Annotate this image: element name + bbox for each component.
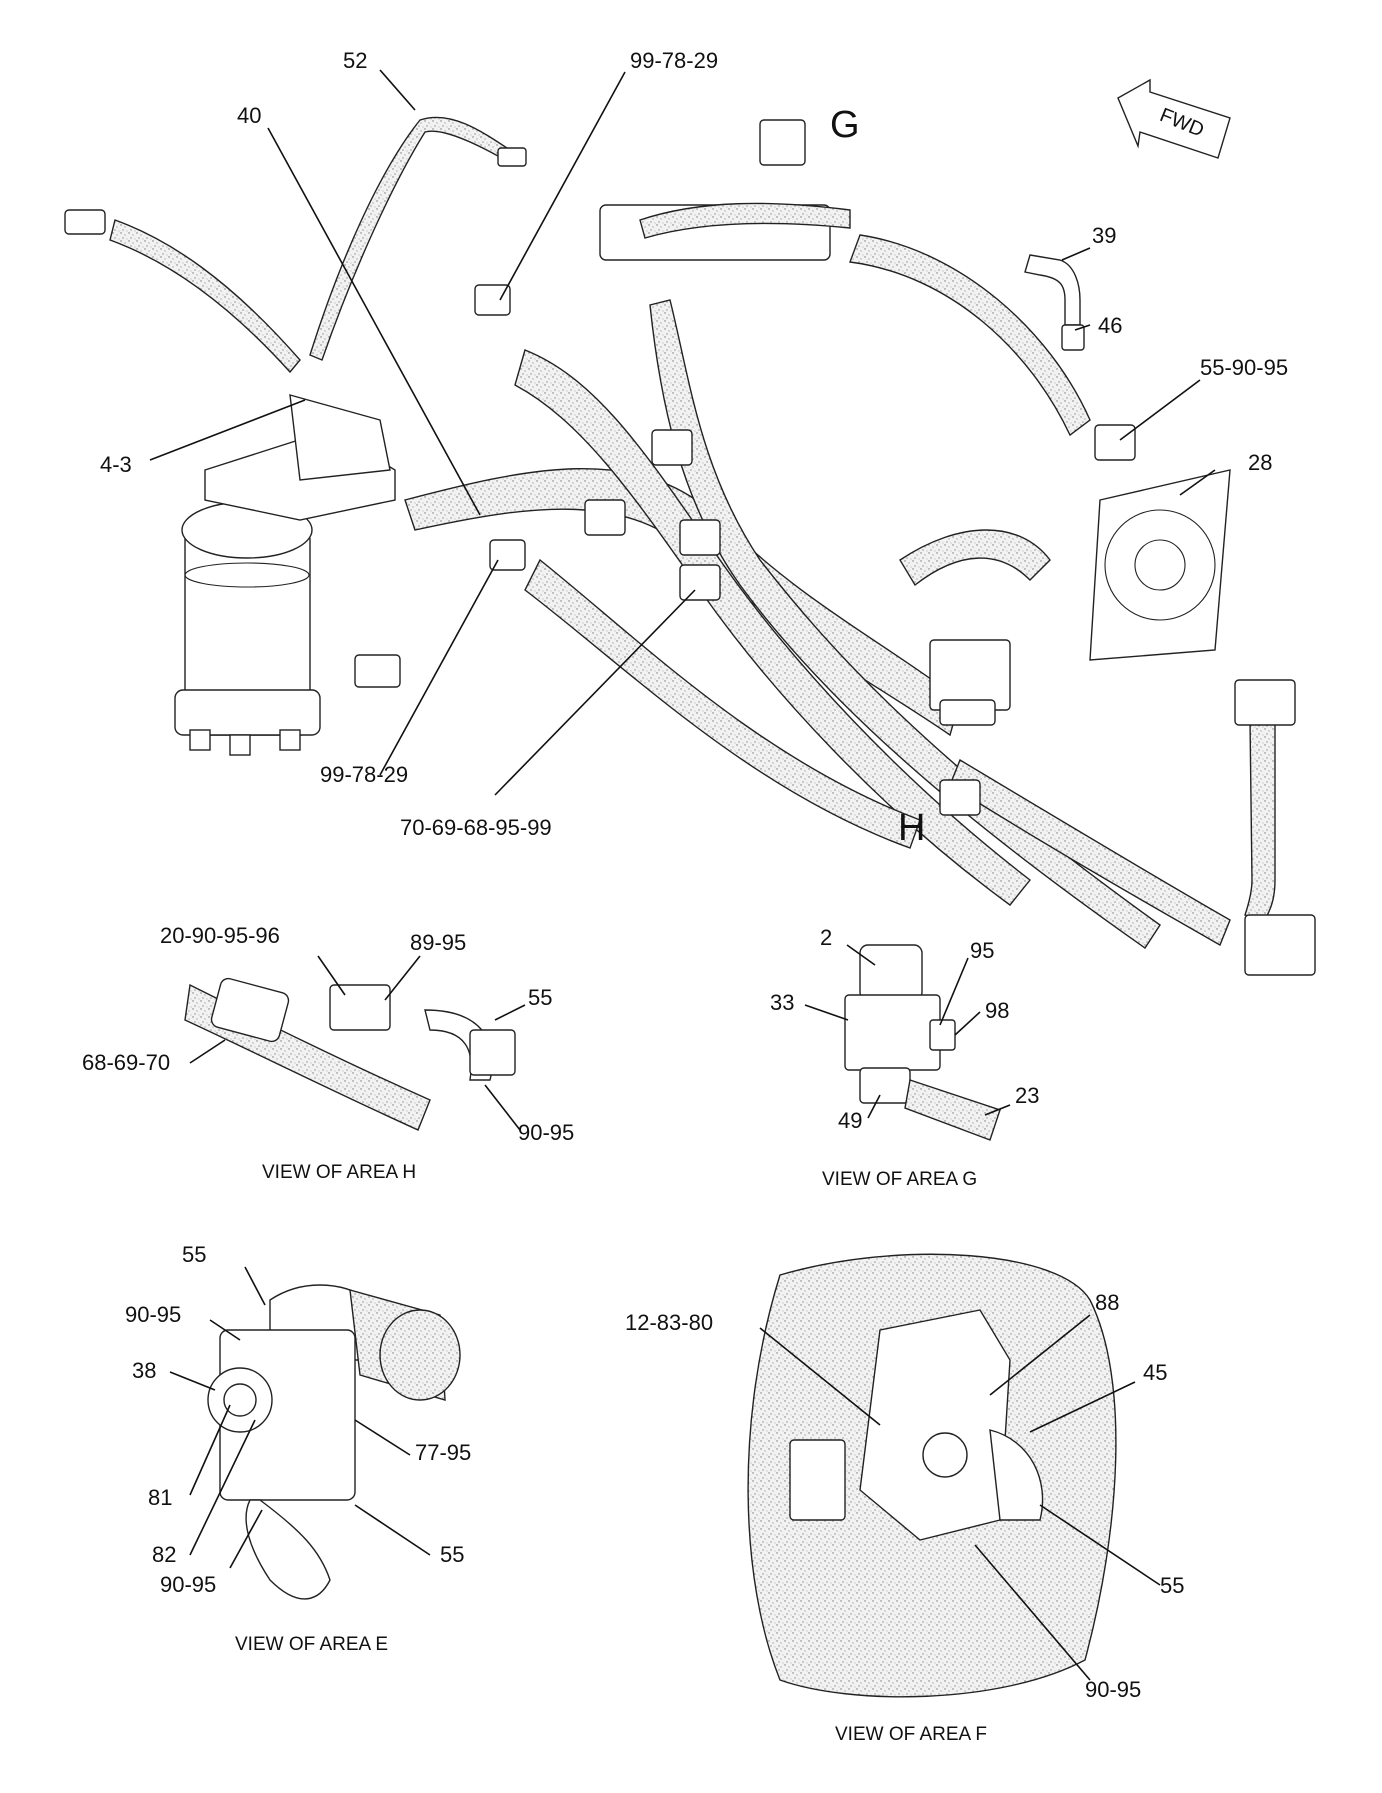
callout-90-95-h: 90-95 xyxy=(518,1120,574,1145)
fitting-46 xyxy=(1061,324,1085,351)
hose-right-loop xyxy=(849,234,1091,437)
hose-52-fitting xyxy=(497,147,527,167)
callout-90-95-f: 90-95 xyxy=(1085,1677,1141,1702)
tube-right-vertical xyxy=(1244,719,1276,921)
area-g-marker: G xyxy=(830,104,860,146)
callout-55-f: 55 xyxy=(1160,1573,1184,1598)
fitting-top-right xyxy=(1234,679,1296,726)
callout-68-69-70: 68-69-70 xyxy=(82,1050,170,1075)
callout-81: 81 xyxy=(148,1485,172,1510)
callout-99-78-29-bottom: 99-78-29 xyxy=(320,762,408,787)
clamp-h xyxy=(939,779,981,816)
fitting-lower-left xyxy=(354,654,401,688)
clamp-e xyxy=(679,564,721,601)
callout-55-e-bottom: 55 xyxy=(440,1542,464,1567)
callout-98: 98 xyxy=(985,998,1009,1023)
callout-40: 40 xyxy=(237,103,261,128)
flange-55-90-95 xyxy=(1094,424,1136,461)
callout-45: 45 xyxy=(1143,1360,1167,1385)
clamp-b xyxy=(584,499,626,536)
callout-95-g: 95 xyxy=(970,938,994,963)
callout-2: 2 xyxy=(820,925,832,950)
main-assembly: FWD 52 40 99-78-29 G 39 46 55-90-95 28 4… xyxy=(64,48,1316,976)
clamp-a xyxy=(651,429,693,466)
valve-manifold-g xyxy=(599,119,851,261)
view-area-h: 20-90-95-96 89-95 55 68-69-70 90-95 VIEW… xyxy=(82,923,574,1183)
flywheel-housing-28 xyxy=(1089,469,1231,661)
callout-49: 49 xyxy=(838,1108,862,1133)
caption-view-area-g: VIEW OF AREA G xyxy=(822,1169,977,1190)
callout-90-95-e-bottom: 90-95 xyxy=(160,1572,216,1597)
fitting-99-78-29-top xyxy=(474,284,511,316)
tube-upper-left xyxy=(109,219,301,374)
callout-46: 46 xyxy=(1098,313,1122,338)
callout-39: 39 xyxy=(1092,223,1116,248)
callout-55-h: 55 xyxy=(528,985,552,1010)
callout-99-78-29-top: 99-78-29 xyxy=(630,48,718,73)
callout-55-e-top: 55 xyxy=(182,1242,206,1267)
view-area-e: 55 90-95 38 77-95 81 82 55 90-95 VIEW OF… xyxy=(125,1242,471,1655)
callout-89-95: 89-95 xyxy=(410,930,466,955)
callout-20-90-95-96: 20-90-95-96 xyxy=(160,923,280,948)
clamp-c xyxy=(679,519,721,556)
view-area-f: 12-83-80 88 45 55 90-95 VIEW OF AREA F xyxy=(625,1253,1184,1745)
caption-view-area-f: VIEW OF AREA F xyxy=(835,1724,987,1745)
callout-70-69-68-95-99: 70-69-68-95-99 xyxy=(400,815,552,840)
hose-crossing-b xyxy=(649,299,1161,949)
view-area-g: 2 95 33 98 23 49 VIEW OF AREA G xyxy=(770,925,1039,1190)
callout-33: 33 xyxy=(770,990,794,1015)
callout-28: 28 xyxy=(1248,450,1272,475)
callout-82: 82 xyxy=(152,1542,176,1567)
fitting-39-elbow xyxy=(1024,254,1081,326)
clamp-d xyxy=(489,539,526,571)
tube-fitting-left xyxy=(64,209,106,235)
callout-38: 38 xyxy=(132,1358,156,1383)
leader-lines-main xyxy=(149,69,1216,796)
callout-4-3: 4-3 xyxy=(100,452,132,477)
callout-88: 88 xyxy=(1095,1290,1119,1315)
callout-12-83-80: 12-83-80 xyxy=(625,1310,713,1335)
callout-77-95: 77-95 xyxy=(415,1440,471,1465)
callout-55-90-95: 55-90-95 xyxy=(1200,355,1288,380)
area-h-marker: H xyxy=(898,807,925,849)
hose-to-pump xyxy=(899,529,1051,587)
hose-bottom-right xyxy=(949,758,1231,947)
bracket-upright xyxy=(289,394,391,481)
callout-52: 52 xyxy=(343,48,367,73)
flange-bottom-right xyxy=(1244,914,1316,976)
hose-52 xyxy=(309,116,511,361)
filter-housing xyxy=(174,501,321,756)
hose-crossing-a xyxy=(514,349,1031,906)
fwd-arrow-icon: FWD xyxy=(1117,78,1231,159)
callout-23: 23 xyxy=(1015,1083,1039,1108)
callout-90-95-e-top: 90-95 xyxy=(125,1302,181,1327)
valve-block-center xyxy=(929,639,1011,726)
caption-view-area-e: VIEW OF AREA E xyxy=(235,1634,388,1655)
caption-view-area-h: VIEW OF AREA H xyxy=(262,1162,416,1183)
